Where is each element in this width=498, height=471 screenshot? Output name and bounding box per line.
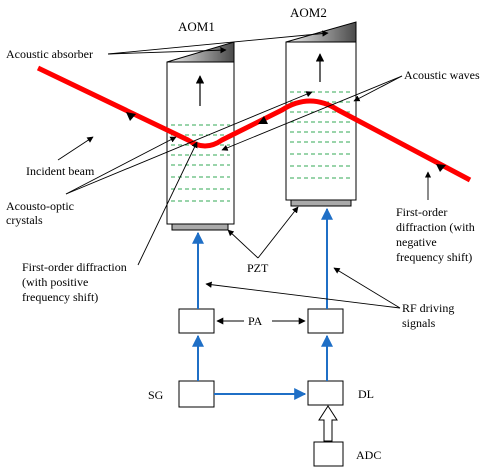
pa-label: PA <box>248 314 263 328</box>
crystals-label-line2: crystals <box>6 213 43 227</box>
negative-diffraction-line4: frequency shift) <box>396 250 472 264</box>
crystals-label-line1: Acousto-optic <box>6 199 74 213</box>
beam-direction-markers <box>126 112 446 172</box>
aom1-acoustic-waves <box>171 124 230 202</box>
adc-label: ADC <box>356 448 381 462</box>
pzt-label: PZT <box>247 261 269 275</box>
aom2-label: AOM2 <box>290 5 327 20</box>
aom2-body <box>285 41 357 201</box>
dl-box <box>307 380 344 406</box>
adc-to-dl-arrow <box>318 405 338 442</box>
positive-diffraction-line3: frequency shift) <box>22 290 98 304</box>
aom2-crystal <box>285 21 357 207</box>
electronics <box>178 308 344 467</box>
rf-driving-signals-line2: signals <box>402 316 436 330</box>
pa1-box <box>178 308 215 334</box>
acoustic-waves-label: Acoustic waves <box>404 68 480 82</box>
sg-label: SG <box>148 388 164 402</box>
dl-label: DL <box>358 387 374 401</box>
laser-beam <box>36 65 472 183</box>
negative-diffraction-line2: diffraction (with <box>396 220 475 234</box>
negative-diffraction-line3: negative <box>396 235 437 249</box>
aom2-acoustic-waves <box>290 91 352 179</box>
incident-beam-label: Incident beam <box>26 164 95 178</box>
sg-box <box>178 380 215 408</box>
rf-driving-signals-line1: RF driving <box>402 301 454 315</box>
acoustic-absorber-label: Acoustic absorber <box>6 47 93 61</box>
positive-diffraction-line1: First-order diffraction <box>22 260 127 274</box>
pa2-box <box>307 308 344 334</box>
negative-diffraction-line1: First-order <box>396 205 447 219</box>
signal-paths <box>192 207 333 400</box>
adc-box <box>313 441 344 467</box>
aom1-transducer <box>171 223 229 231</box>
aom2-absorber <box>285 21 357 43</box>
aom1-label: AOM1 <box>178 19 215 34</box>
positive-diffraction-line2: (with positive <box>22 275 88 289</box>
leader-lines <box>57 30 432 309</box>
aom2-transducer <box>290 199 352 207</box>
